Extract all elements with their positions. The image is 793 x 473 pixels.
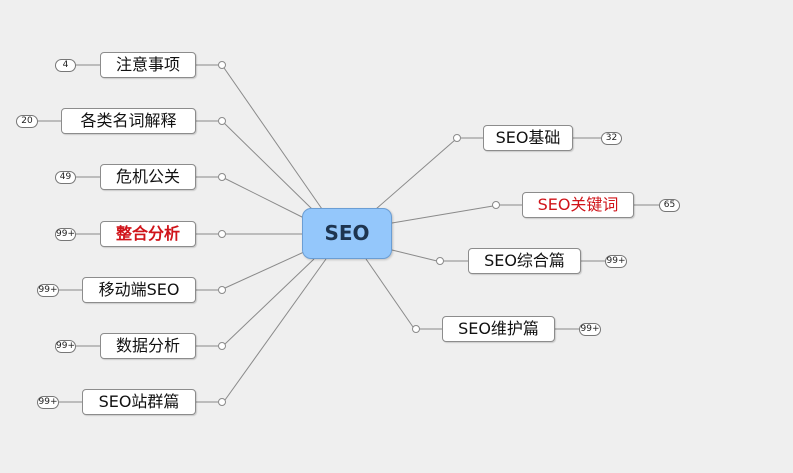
topic-seo-site-cluster[interactable]: SEO站群篇 xyxy=(82,389,196,415)
count-badge-seo-keywords[interactable]: 65 xyxy=(659,199,680,212)
topic-glossary[interactable]: 各类名词解释 xyxy=(61,108,196,134)
topic-integrated-analysis[interactable]: 整合分析 xyxy=(100,221,196,247)
count-badge-integrated-analysis[interactable]: 99+ xyxy=(55,228,76,241)
topic-mobile-seo[interactable]: 移动端SEO xyxy=(82,277,196,303)
count-badge-glossary[interactable]: 20 xyxy=(16,115,38,128)
count-badge-crisis-pr[interactable]: 49 xyxy=(55,171,76,184)
central-topic-seo[interactable]: SEO xyxy=(302,208,392,259)
count-badge-seo-site-cluster[interactable]: 99+ xyxy=(37,396,59,409)
count-badge-mobile-seo[interactable]: 99+ xyxy=(37,284,59,297)
topic-seo-maintenance[interactable]: SEO维护篇 xyxy=(442,316,555,342)
topic-notes[interactable]: 注意事项 xyxy=(100,52,196,78)
count-badge-seo-basics[interactable]: 32 xyxy=(601,132,622,145)
topic-seo-keywords[interactable]: SEO关键词 xyxy=(522,192,634,218)
count-badge-notes[interactable]: 4 xyxy=(55,59,76,72)
count-badge-data-analysis[interactable]: 99+ xyxy=(55,340,76,353)
count-badge-seo-maintenance[interactable]: 99+ xyxy=(579,323,601,336)
topic-data-analysis[interactable]: 数据分析 xyxy=(100,333,196,359)
topic-crisis-pr[interactable]: 危机公关 xyxy=(100,164,196,190)
topic-seo-comprehensive[interactable]: SEO综合篇 xyxy=(468,248,581,274)
count-badge-seo-comprehensive[interactable]: 99+ xyxy=(605,255,627,268)
topic-seo-basics[interactable]: SEO基础 xyxy=(483,125,573,151)
